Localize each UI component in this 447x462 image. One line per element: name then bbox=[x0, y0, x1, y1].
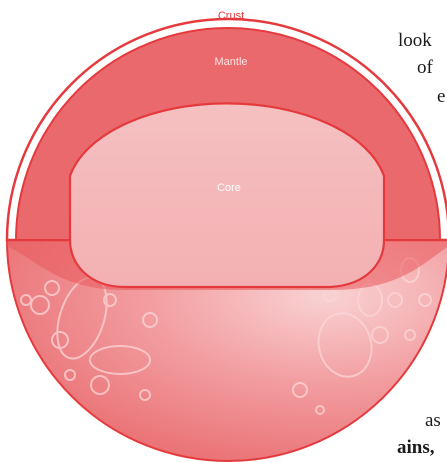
core-layer bbox=[70, 103, 384, 287]
mantle-label: Mantle bbox=[214, 56, 247, 68]
core-label: Core bbox=[217, 182, 241, 194]
crust-label: Crust bbox=[218, 10, 244, 22]
